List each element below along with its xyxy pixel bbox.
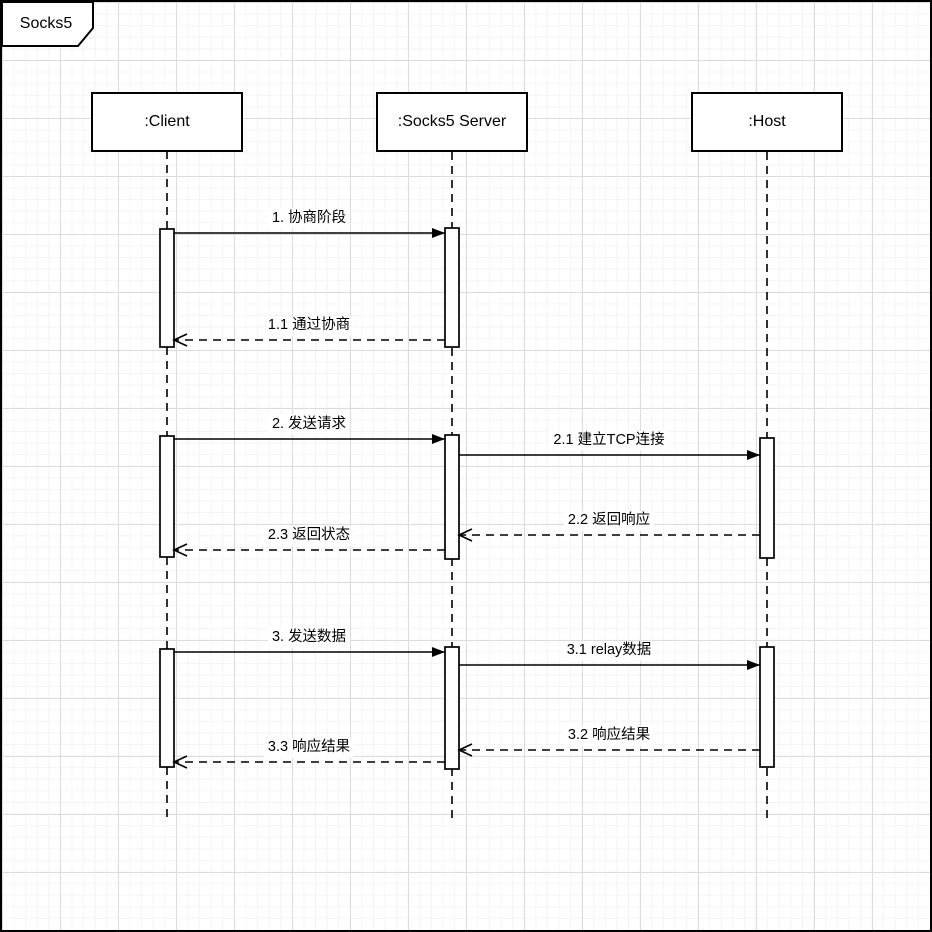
frame-label-shape	[2, 2, 94, 47]
activation-host-2	[759, 646, 775, 768]
actor-box-server	[376, 92, 528, 152]
activation-host-1	[759, 437, 775, 559]
message-label-2-3: 2.3 返回状态	[263, 526, 355, 546]
activation-client-1	[159, 228, 175, 348]
message-label-2-1: 2.1 建立TCP连接	[549, 431, 669, 451]
message-label-2-2: 2.2 返回响应	[563, 511, 655, 531]
message-label-3-3: 3.3 响应结果	[263, 738, 355, 758]
activation-server-1	[444, 227, 460, 348]
message-label-3: 3. 发送数据	[267, 628, 351, 648]
message-label-2: 2. 发送请求	[267, 415, 351, 435]
message-label-1: 1. 协商阶段	[267, 209, 351, 229]
activation-client-3	[159, 648, 175, 768]
activation-server-2	[444, 434, 460, 560]
actor-box-client	[91, 92, 243, 152]
message-label-3-1: 3.1 relay数据	[562, 641, 656, 661]
actor-label-server: :Socks5 Server	[397, 113, 507, 130]
actor-label-host: :Host	[748, 113, 786, 130]
activation-server-3	[444, 646, 460, 770]
actor-box-host	[691, 92, 843, 152]
message-label-1-1: 1.1 通过协商	[263, 316, 355, 336]
actor-label-client: :Client	[144, 113, 190, 130]
frame-title: Socks5	[19, 14, 73, 32]
activation-client-2	[159, 435, 175, 558]
message-label-3-2: 3.2 响应结果	[563, 726, 655, 746]
